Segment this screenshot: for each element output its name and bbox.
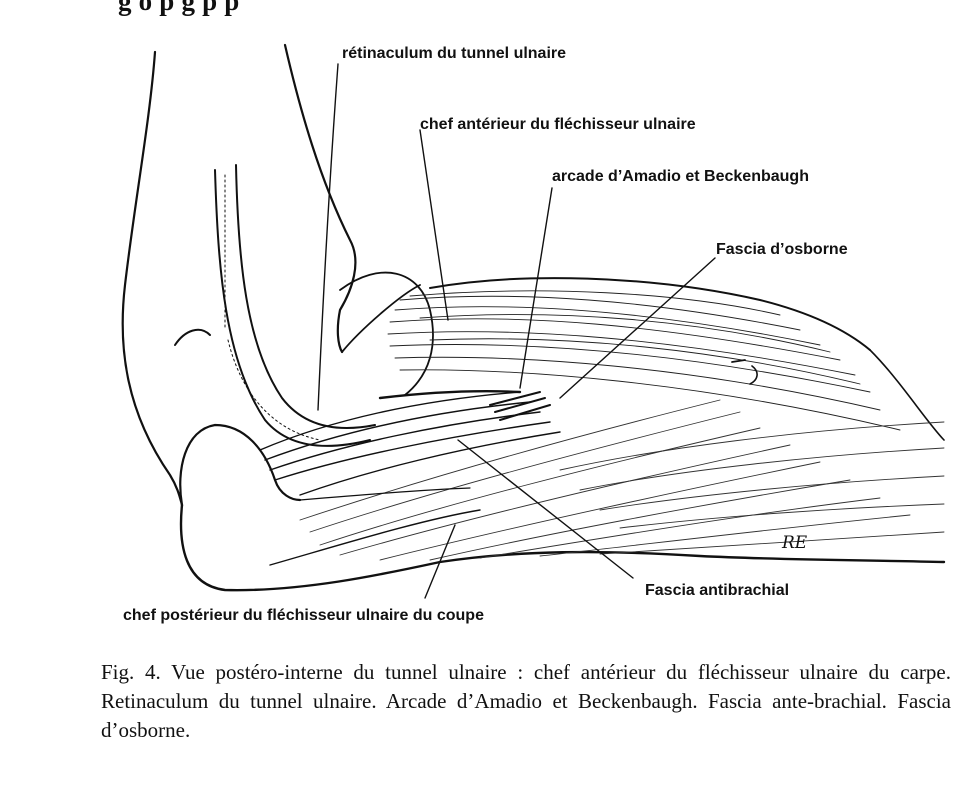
- olecranon-outline: [179, 423, 302, 507]
- muscle-fibres-upper: [387, 290, 901, 431]
- ulnar-nerve-striation: [224, 174, 321, 441]
- ulnar-nerve-outer: [214, 169, 371, 447]
- fascia-lower-line: [269, 509, 481, 566]
- humerus-outline: [121, 50, 184, 507]
- leader-fascia-osborne: [559, 257, 716, 399]
- condyle-arc: [339, 271, 434, 396]
- muscle-fibres-lower: [299, 399, 945, 561]
- leader-arcade: [519, 187, 553, 389]
- leader-lines: [317, 63, 716, 599]
- ulna-lower-outline: [179, 503, 946, 592]
- cut-off-heading: g o p g p p: [118, 0, 240, 16]
- anatomical-illustration: rétinaculum du tunnel ulnaire chef antér…: [121, 43, 946, 624]
- label-chef-anterieur: chef antérieur du fléchisseur ulnaire: [420, 116, 696, 133]
- epicondyle-bump: [341, 284, 421, 353]
- small-dash-mark: [731, 359, 746, 363]
- muscle-fibres-dense: [259, 390, 561, 496]
- forearm-mid-outline: [869, 349, 945, 441]
- fossa-curve: [174, 328, 211, 346]
- label-fascia-osborne: Fascia d’osborne: [716, 241, 848, 258]
- label-fascia-antibrachial: Fascia antibrachial: [645, 582, 789, 599]
- figure-caption: Fig. 4. Vue postéro-interne du tunnel ul…: [101, 660, 951, 742]
- leader-retinaculum: [317, 63, 339, 411]
- leader-chef-anterieur: [419, 129, 449, 321]
- leader-chef-posterieur: [424, 524, 456, 599]
- fascia-lower-line-2: [299, 487, 471, 501]
- ulnar-nerve-inner: [235, 164, 376, 429]
- leader-fascia-antibrachial: [457, 439, 634, 579]
- label-retinaculum: rétinaculum du tunnel ulnaire: [342, 45, 566, 62]
- artist-signature: RE: [781, 533, 808, 553]
- label-arcade: arcade d’Amadio et Beckenbaugh: [552, 168, 809, 185]
- small-curl-mark: [749, 365, 758, 385]
- medial-epicondyle-curve: [283, 43, 357, 354]
- forearm-upper-outline: [429, 277, 871, 351]
- label-chef-posterieur: chef postérieur du fléchisseur ulnaire d…: [123, 607, 484, 624]
